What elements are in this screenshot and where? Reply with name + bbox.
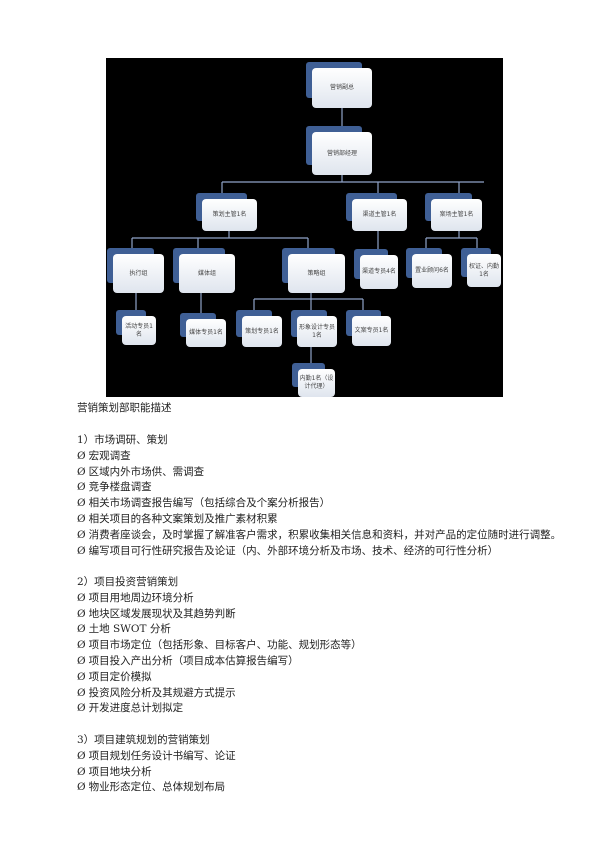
org-node-media-specialist: 媒体专员1名	[180, 313, 226, 347]
org-node-copy-specialist: 文案专员1名	[346, 310, 391, 346]
org-node-site-supervisor: 案场主管1名	[425, 193, 482, 231]
org-node-vp: 营销副总	[306, 62, 372, 108]
list-item-text: 项目定价模拟	[88, 670, 152, 683]
list-item-text: 投资风险分析及其规避方式提示	[88, 686, 236, 699]
list-item-text: 相关市场调查报告编写（包括综合及个案分析报告）	[88, 497, 331, 510]
bullet-icon: Ø	[77, 591, 86, 604]
bullet-icon: Ø	[77, 702, 86, 715]
bullet-icon: Ø	[77, 686, 86, 699]
bullet-icon: Ø	[77, 670, 86, 683]
org-node-clerk: 内勤1名（设计代理）	[292, 363, 335, 397]
org-node-planning-specialist: 策划专员1名	[236, 310, 282, 347]
bullet-icon: Ø	[77, 655, 86, 667]
bullet-icon: Ø	[77, 639, 86, 652]
list-item-text: 竞争楼盘调查	[88, 481, 152, 494]
org-node-event-specialist: 活动专员1名	[116, 310, 156, 345]
list-item-text: 项目规划任务设计书编写、论证	[88, 749, 236, 762]
bullet-icon: Ø	[77, 607, 86, 620]
bullet-icon: Ø	[77, 481, 86, 494]
document-title: 营销策划部职能描述	[77, 402, 172, 414]
list-item-text: 项目市场定位（包括形象、目标客户、功能、规划形态等）	[88, 639, 362, 652]
bullet-icon: Ø	[77, 449, 86, 462]
list-item-text: 区域内外市场供、需调查	[88, 465, 205, 478]
list-item-text: 项目投入产出分析（项目成本估算报告编写）	[88, 655, 299, 667]
org-chart-image: 营销副总 营销部经理 策划主管1名 渠道主管1名 案场主管1名 执行组 媒体组 …	[106, 58, 503, 397]
org-node-strategy-group: 策略组	[282, 248, 345, 293]
list-item-text: 地块区域发展现状及其趋势判断	[88, 607, 236, 620]
bullet-icon: Ø	[77, 528, 86, 541]
bullet-icon: Ø	[77, 623, 86, 636]
bullet-icon: Ø	[77, 781, 86, 794]
org-node-media-group: 媒体组	[173, 248, 235, 293]
org-node-manager: 营销部经理	[306, 126, 372, 175]
list-item-text: 宏观调查	[88, 449, 131, 462]
list-item-text: 土地 SWOT 分析	[88, 623, 171, 636]
org-node-planning-supervisor: 策划主管1名	[196, 193, 257, 231]
list-item-text: 开发进度总计划拟定	[88, 702, 184, 715]
bullet-icon: Ø	[77, 765, 86, 778]
list-item-text: 消费者座谈会，及时掌握了解准客户需求，积累收集相关信息和资料，并对产品的定位随时…	[88, 528, 562, 541]
list-item-text: 编写项目可行性研究报告及论证（内、外部环境分析及市场、技术、经济的可行性分析）	[88, 544, 499, 557]
list-item-text: 项目地块分析	[88, 765, 152, 778]
section-heading: 1）市场调研、策划	[77, 434, 168, 446]
org-node-channel-specialist: 渠道专员4名	[354, 249, 398, 289]
bullet-icon: Ø	[77, 749, 86, 762]
org-node-permit-clerk: 权证、内勤1名	[461, 248, 501, 287]
list-item-text: 相关项目的各种文案策划及推广素材积累	[88, 513, 278, 525]
org-node-sales-consultant: 置业顾问6名	[406, 248, 452, 288]
section-heading: 3）项目建筑规划的营销策划	[77, 734, 210, 746]
bullet-icon: Ø	[77, 465, 86, 478]
org-node-channel-supervisor: 渠道主管1名	[346, 193, 407, 231]
bullet-icon: Ø	[77, 497, 86, 510]
section-heading: 2）项目投资营销策划	[77, 576, 179, 588]
org-node-design-specialist: 形象设计专员1名	[291, 310, 337, 347]
list-item-text: 项目用地周边环境分析	[88, 591, 194, 604]
bullet-icon: Ø	[77, 513, 86, 525]
org-node-execution-group: 执行组	[107, 248, 164, 293]
bullet-icon: Ø	[77, 544, 86, 557]
list-item-text: 物业形态定位、总体规划布局	[88, 781, 226, 794]
